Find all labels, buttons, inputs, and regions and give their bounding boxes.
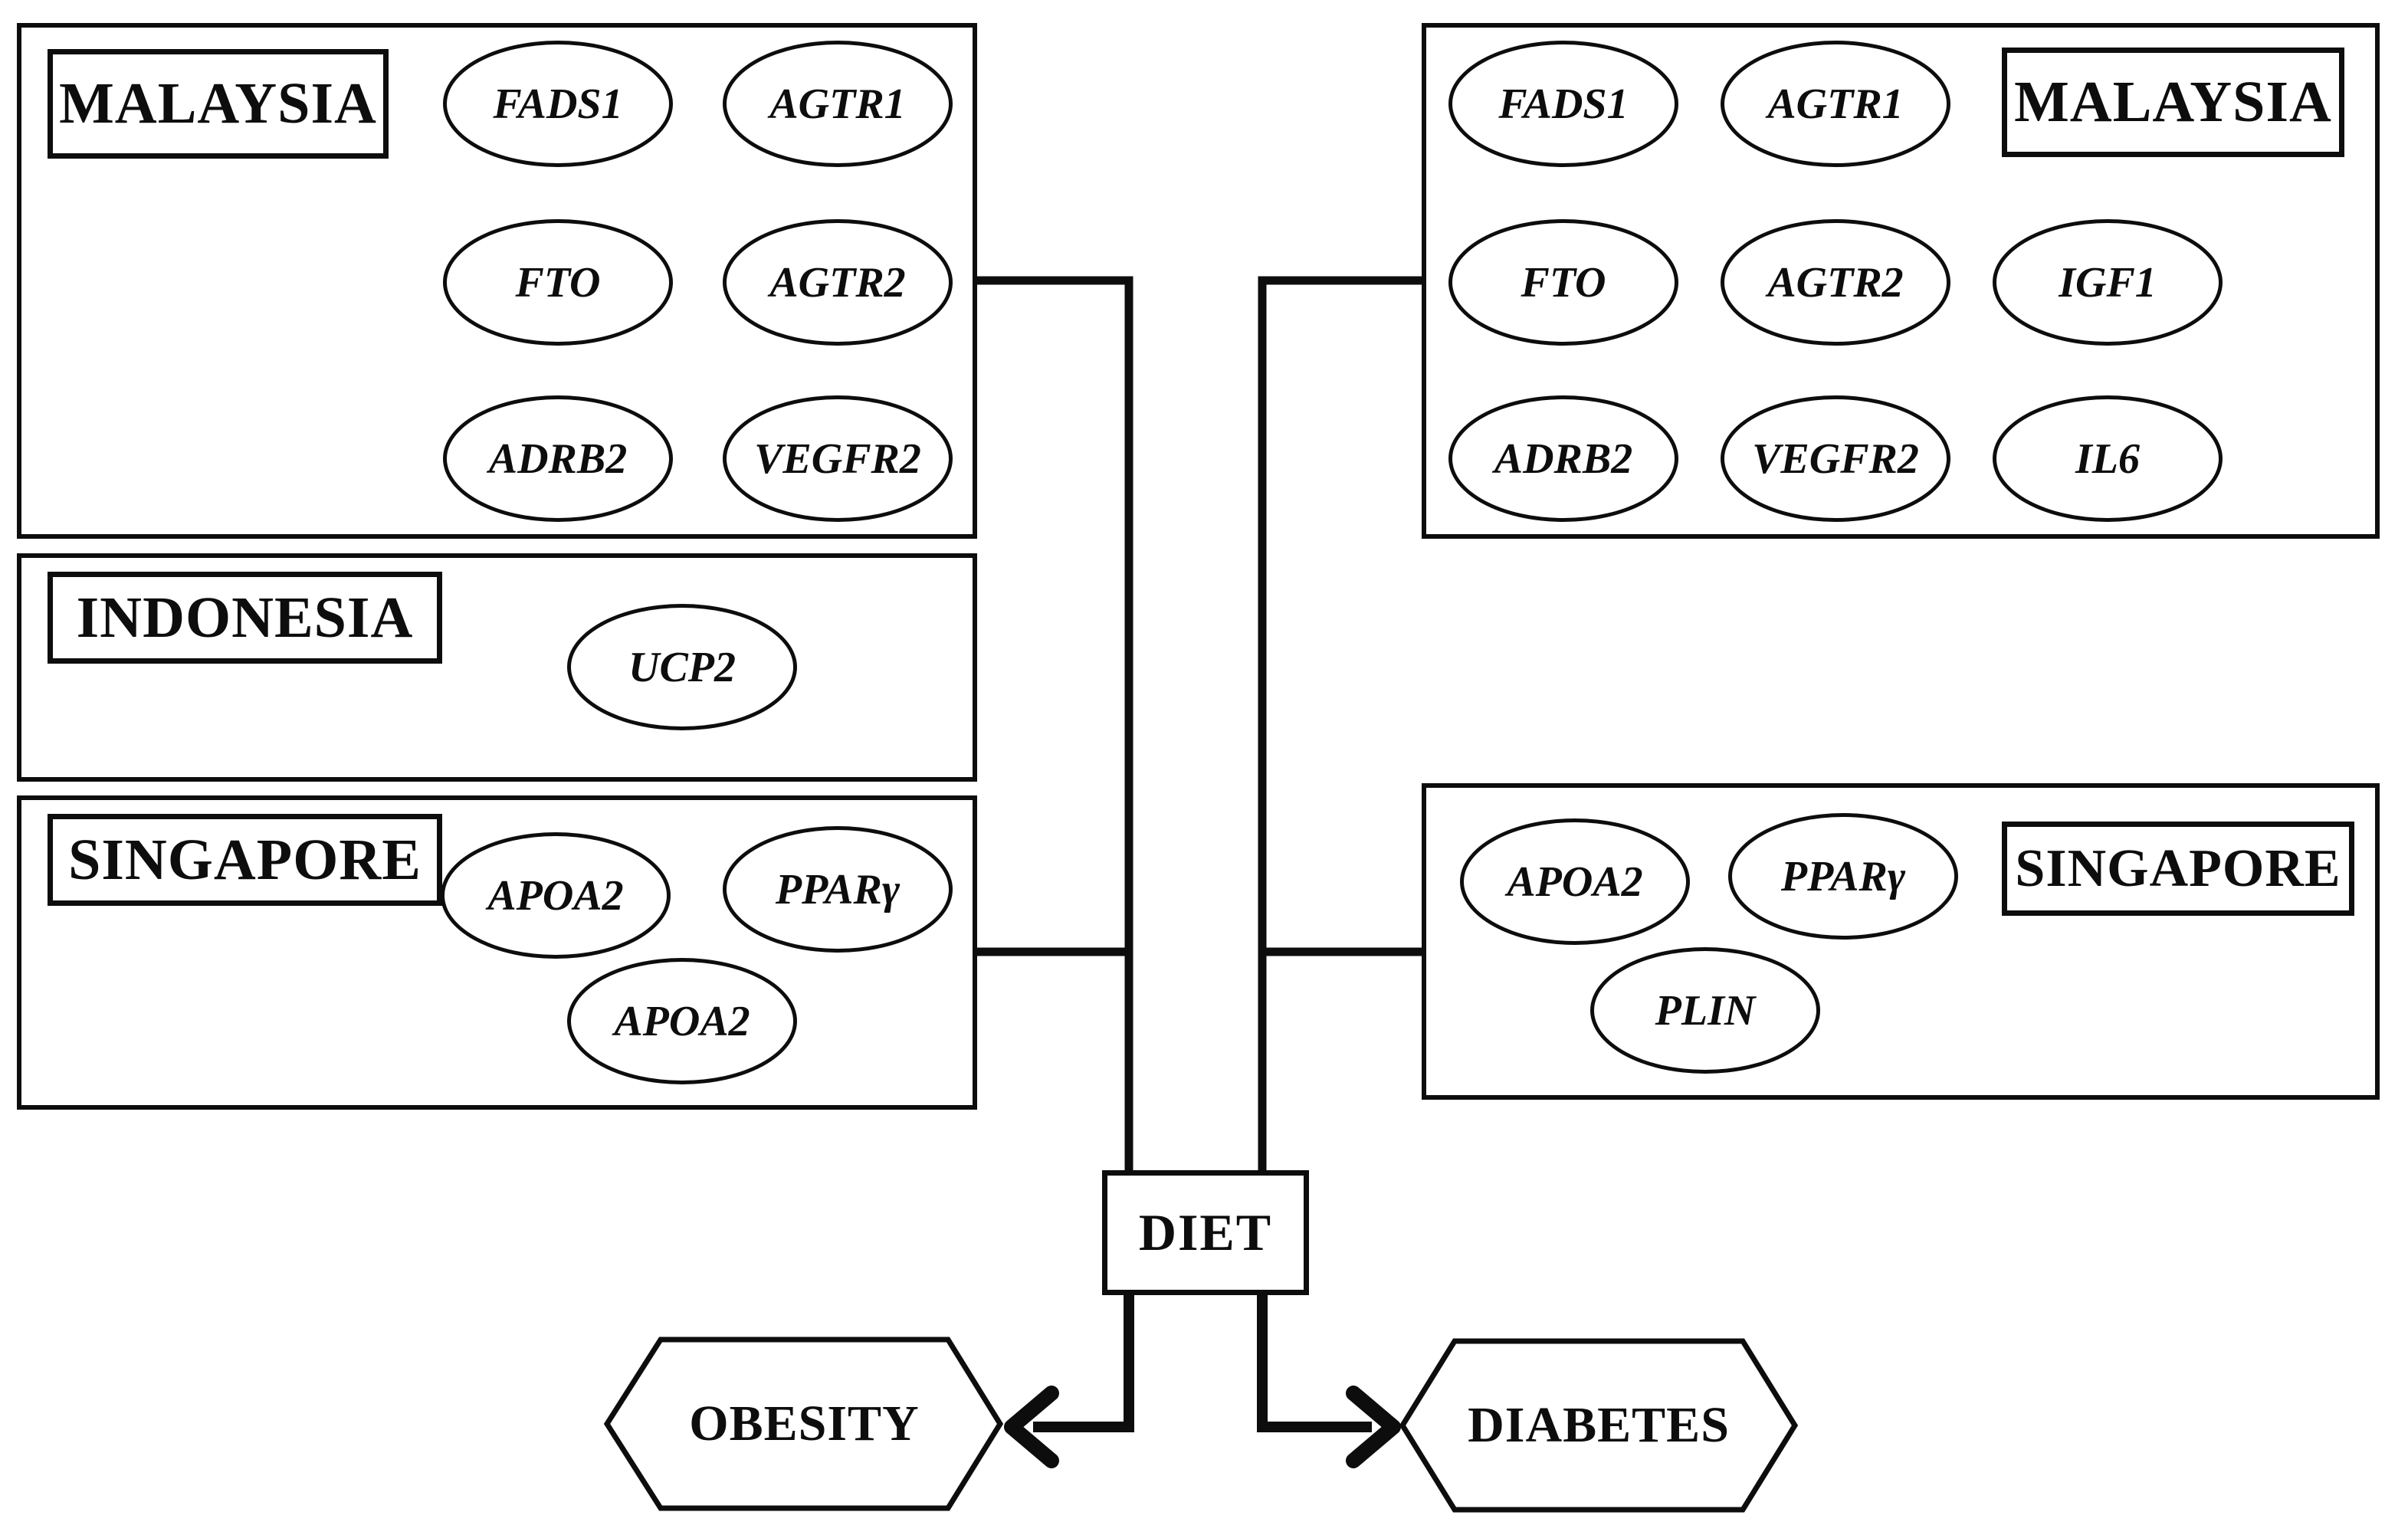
gene-node-fto-right: FTO bbox=[1448, 219, 1678, 346]
gene-node-apoa2-right: APOA2 bbox=[1460, 818, 1690, 945]
arrow-shaft-to-diabetes bbox=[1257, 1294, 1372, 1432]
gene-node-vegfr2-right: VEGFR2 bbox=[1721, 395, 1950, 522]
panel-left-indonesia-label: INDONESIA bbox=[48, 572, 442, 664]
gene-node-agtr1-right: AGTR1 bbox=[1721, 41, 1950, 167]
gene-node-apoa2-left-2: APOA2 bbox=[567, 958, 797, 1084]
gene-node-agtr2-right: AGTR2 bbox=[1721, 219, 1950, 346]
arrowhead-to-obesity-icon bbox=[1004, 1386, 1059, 1468]
gene-node-adrb2-right: ADRB2 bbox=[1448, 395, 1678, 522]
gene-node-fto-left: FTO bbox=[443, 219, 673, 346]
connector-left-malaysia-to-diet bbox=[977, 276, 1133, 1173]
connector-right-malaysia-to-diet bbox=[1258, 276, 1422, 1173]
gene-node-fads1-left: FADS1 bbox=[443, 41, 673, 167]
obesity-hexagon bbox=[603, 1337, 1004, 1511]
gene-node-vegfr2-left: VEGFR2 bbox=[723, 395, 953, 522]
gene-node-igf1: IGF1 bbox=[1993, 219, 2223, 346]
panel-right-malaysia-label: MALAYSIA bbox=[2002, 48, 2344, 157]
gene-node-plin: PLIN bbox=[1590, 947, 1820, 1074]
gene-node-agtr2-left: AGTR2 bbox=[723, 219, 953, 346]
arrowhead-to-diabetes-icon bbox=[1346, 1386, 1401, 1468]
diabetes-hexagon bbox=[1399, 1338, 1799, 1513]
gene-node-pparg-right: PPARγ bbox=[1728, 813, 1958, 940]
panel-right-singapore-label: SINGAPORE bbox=[2002, 822, 2354, 916]
obesity-label: OBESITY bbox=[689, 1396, 920, 1451]
gene-node-agtr1-left: AGTR1 bbox=[723, 41, 953, 167]
panel-left-malaysia-label: MALAYSIA bbox=[48, 49, 389, 159]
panel-left-singapore-label: SINGAPORE bbox=[48, 814, 442, 906]
gene-node-adrb2-left: ADRB2 bbox=[443, 395, 673, 522]
diet-box: DIET bbox=[1102, 1170, 1309, 1295]
diabetes-label: DIABETES bbox=[1468, 1397, 1730, 1453]
gene-node-fads1-right: FADS1 bbox=[1448, 41, 1678, 167]
gene-node-ucp2: UCP2 bbox=[567, 604, 797, 730]
gene-node-il6: IL6 bbox=[1993, 395, 2223, 522]
arrow-shaft-to-obesity bbox=[1033, 1294, 1134, 1432]
gene-node-apoa2-left-1: APOA2 bbox=[441, 832, 671, 959]
gene-node-pparg-left: PPARγ bbox=[723, 826, 953, 953]
